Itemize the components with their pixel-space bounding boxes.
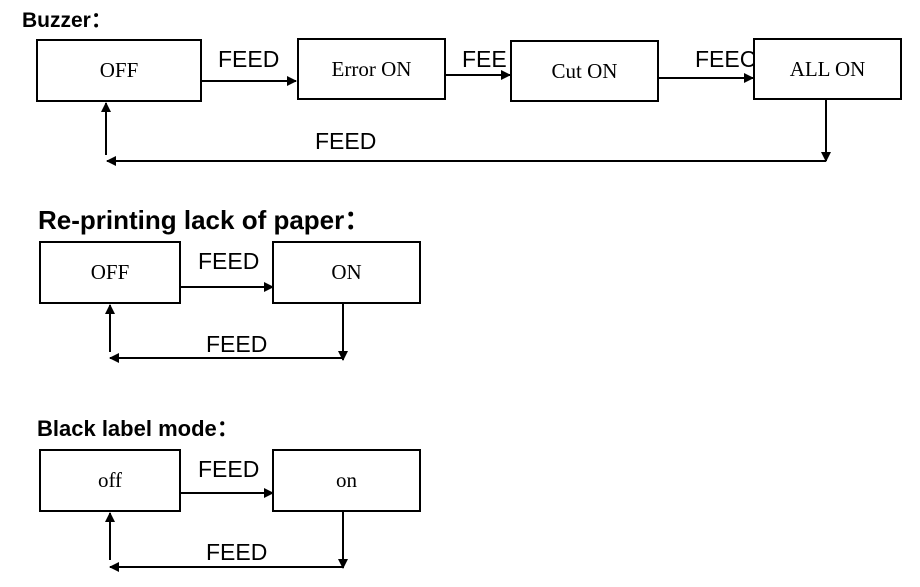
- buzzer-state-cut-on: Cut ON: [510, 40, 659, 102]
- buzzer-feed-label-1: FEED: [218, 46, 280, 72]
- blacklabel-state-off-label: off: [97, 468, 123, 492]
- reprint-state-on-label: ON: [331, 260, 362, 284]
- buzzer-state-all-on: ALL ON: [753, 38, 902, 100]
- reprint-state-off-label: OFF: [90, 260, 130, 284]
- buzzer-state-off-label: OFF: [99, 58, 139, 82]
- reprint-state-on: ON: [272, 241, 421, 304]
- reprint-feed-label: FEED: [198, 248, 260, 274]
- buzzer-title: Buzzer：: [22, 9, 112, 32]
- blacklabel-state-on: on: [272, 449, 421, 512]
- buzzer-state-all-on-label: ALL ON: [789, 56, 866, 81]
- buzzer-feed-label-3: FEEC: [695, 48, 753, 71]
- buzzer-return-feed-label: FEED: [315, 128, 377, 154]
- blacklabel-state-on-label: on: [336, 468, 357, 492]
- reprint-state-off: OFF: [39, 241, 181, 304]
- buzzer-state-error-on-label: Error ON: [331, 56, 412, 81]
- blacklabel-title: Black label mode：: [37, 416, 239, 441]
- buzzer-state-off: OFF: [36, 39, 202, 102]
- buzzer-feed-label-2: FEE: [462, 48, 507, 71]
- blacklabel-return-feed-label: FEED: [206, 539, 268, 565]
- buzzer-state-error-on: Error ON: [297, 38, 446, 100]
- reprint-title: Re-printing lack of paper：: [38, 205, 371, 235]
- blacklabel-state-off: off: [39, 449, 181, 512]
- reprint-return-feed-label: FEED: [206, 331, 268, 357]
- buzzer-state-cut-on-label: Cut ON: [551, 58, 618, 83]
- blacklabel-feed-label: FEED: [198, 456, 260, 482]
